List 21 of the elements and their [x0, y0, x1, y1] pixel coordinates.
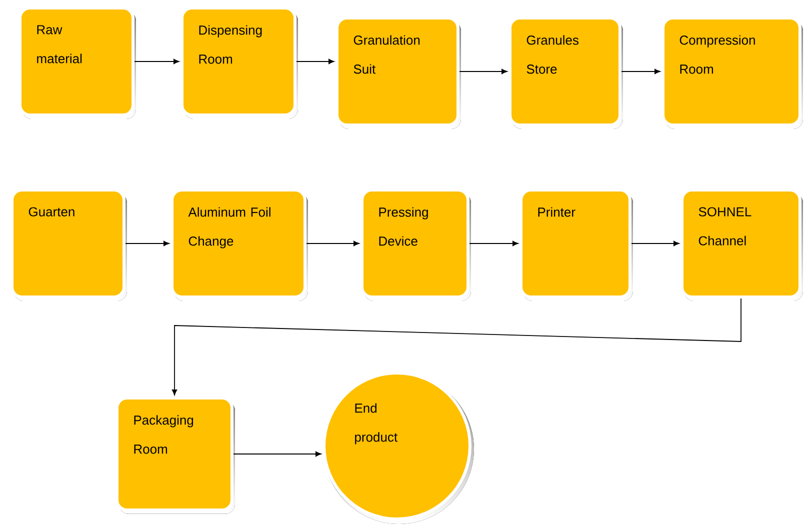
- process-box: Raw material: [18, 6, 136, 119]
- process-box: Dispensing Room: [180, 6, 298, 119]
- arrow: [621, 68, 660, 74]
- process-box: Packaging Room: [116, 396, 235, 514]
- arrow: [134, 58, 180, 64]
- process-box: Printer: [520, 188, 633, 301]
- arrow: [125, 240, 170, 246]
- arrow: [306, 240, 360, 246]
- arrow: [172, 298, 742, 396]
- arrow: [631, 240, 680, 246]
- process-box: Guarten: [10, 188, 127, 301]
- arrow: [469, 240, 518, 246]
- arrow: [296, 58, 334, 64]
- process-box: Granulation Suit: [336, 16, 461, 129]
- process-box: Pressing Device: [360, 188, 471, 301]
- arrow: [459, 68, 508, 74]
- process-box: Granules Store: [508, 16, 623, 129]
- process-box: SOHNEL Channel: [680, 188, 803, 301]
- process-box: Aluminum Foil Change: [170, 188, 308, 301]
- arrow: [233, 451, 322, 457]
- process-box: Compression Room: [662, 16, 803, 129]
